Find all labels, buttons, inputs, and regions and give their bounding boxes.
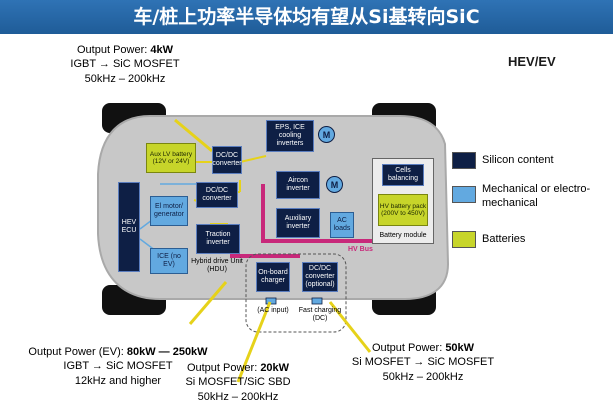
legend-label-silicon: Silicon content	[482, 154, 554, 166]
legend-label-batteries: Batteries	[482, 233, 526, 245]
ac-input-label: (AC input)	[257, 307, 289, 314]
electric-motor-generator-block: El motor/ generator	[150, 196, 188, 226]
dcdc-converter-top-block: DC/DC converter	[212, 146, 242, 174]
annotation-frequency: 50kHz – 200kHz	[197, 390, 279, 403]
aircon-inverter-block: Aircon inverter	[276, 171, 320, 199]
legend-swatch-silicon	[452, 152, 476, 169]
hybrid-drive-unit-label: Hybrid drive Unit (HDU)	[191, 258, 243, 273]
dcdc-converter-optional-block: DC/DC converter (optional)	[302, 262, 338, 292]
dc-fast-connector	[311, 297, 323, 305]
charger-dashed-region	[245, 253, 347, 333]
annotation-device: IGBT → SiC MOSFET	[70, 58, 180, 71]
ac-loads-block: AC loads	[330, 212, 354, 238]
dcdc-converter-mid-block: DC/DC converter	[196, 182, 238, 208]
motor-icon: M	[326, 176, 343, 193]
annotation-device: Si MOSFET → SiC MOSFET	[351, 356, 495, 369]
hev-ecu-block: HEV ECU	[118, 182, 140, 272]
fast-charging-label: Fast charging (DC)	[298, 307, 342, 322]
eps-ice-cooling-inverters-block: EPS, ICE cooling inverters	[266, 120, 314, 152]
cells-balancing-block: Cells balancing	[382, 164, 424, 186]
annotation-prefix: Output Power:	[77, 44, 151, 56]
annotation-value: 80kW — 250kW	[126, 346, 208, 358]
annotation-value: 20kW	[260, 362, 290, 374]
annotation-value: 4kW	[150, 44, 173, 56]
annotation-traction-power: Output Power (EV): 80kW — 250kW IGBT → S…	[18, 345, 218, 388]
page-title: 车/桩上功率半导体均有望从Si基转向SiC	[0, 0, 613, 34]
annotation-frequency: 12kHz and higher	[74, 374, 162, 387]
auxiliary-inverter-block: Auxiliary inverter	[276, 208, 320, 238]
legend-label-mechanical: Mechanical or electro-mechanical	[482, 183, 591, 209]
hv-battery-pack-block: HV battery pack (200V to 450V)	[378, 194, 428, 226]
annotation-frequency: 50kHz – 200kHz	[382, 370, 464, 383]
motor-icon: M	[318, 126, 335, 143]
pointer-lines	[174, 118, 372, 383]
annotation-device: IGBT → SiC MOSFET	[63, 360, 173, 373]
annotation-prefix: Output Power:	[186, 362, 261, 374]
annotation-value: 50kW	[445, 342, 475, 354]
legend-swatch-mechanical	[452, 186, 476, 203]
ice-block: ICE (no EV)	[150, 248, 188, 274]
annotation-onboard-charger-power: Output Power: 20kW Si MOSFET/SiC SBD 50k…	[176, 361, 300, 404]
annotation-prefix: Output Power (EV):	[28, 346, 127, 358]
ac-input-connector	[265, 297, 277, 305]
annotation-device: Si MOSFET/SiC SBD	[185, 376, 291, 389]
legend-swatch-batteries	[452, 231, 476, 248]
annotation-dcdc-power: Output Power: 4kW IGBT → SiC MOSFET 50kH…	[60, 43, 190, 86]
annotation-prefix: Output Power:	[371, 342, 446, 354]
traction-inverter-block: Traction inverter	[196, 224, 240, 254]
annotation-dc-charging-power: Output Power: 50kW Si MOSFET → SiC MOSFE…	[348, 341, 498, 384]
aux-lv-battery-block: Aux LV battery (12V or 24V)	[146, 143, 196, 173]
hv-bus-label: HV Bus	[348, 246, 373, 253]
annotation-frequency: 50kHz – 200kHz	[84, 72, 166, 85]
hev-ev-tag: HEV/EV	[508, 54, 556, 69]
battery-module-label: Battery module	[379, 232, 427, 239]
onboard-charger-block: On-board charger	[256, 262, 290, 292]
